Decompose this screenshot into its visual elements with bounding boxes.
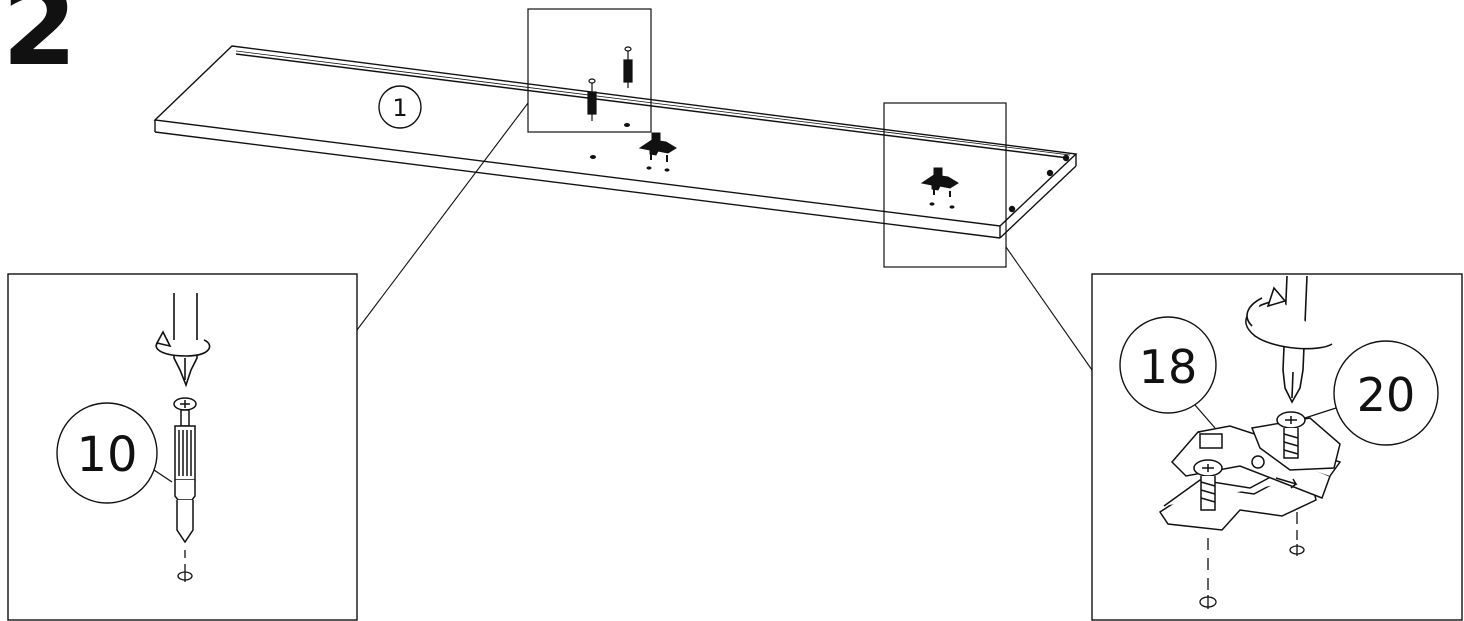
- part-callout-18: 18: [1119, 316, 1217, 429]
- part-callout-10: 10: [56, 402, 173, 504]
- cam-bolt-icon: [623, 46, 633, 88]
- part-label-10: 10: [76, 427, 137, 483]
- rotation-arrow-icon: [155, 330, 211, 357]
- panel-label: 1: [392, 94, 407, 122]
- screw-icon: [1276, 411, 1306, 459]
- cam-bolt-icon: [173, 397, 197, 544]
- part-label-18: 18: [1139, 340, 1198, 394]
- leader-line-left: [356, 102, 529, 331]
- left-detail-box: 10: [7, 273, 358, 621]
- rotation-arrow-icon: [1245, 286, 1333, 350]
- part-label-20: 20: [1357, 368, 1416, 422]
- leader-line-right: [1005, 246, 1093, 371]
- cam-bolt-icon: [587, 78, 597, 121]
- callout-box-hinge: [883, 102, 1007, 268]
- part-callout-20: 20: [1304, 340, 1439, 446]
- callout-box-cam-bolts: [527, 8, 652, 133]
- hinge-plate-icon: [638, 132, 677, 162]
- panel-label-callout: 1: [378, 85, 422, 129]
- right-detail-box: 18 20: [1091, 273, 1463, 621]
- drill-hole-icon: [177, 550, 193, 582]
- screw-icon: [1193, 459, 1223, 511]
- step-number: 2: [2, 0, 77, 90]
- shelf-panel: [153, 45, 1078, 239]
- drill-hole-icon: [1199, 512, 1305, 609]
- hinge-plate-icon: [1158, 417, 1342, 531]
- drill-hole-icon: [590, 123, 955, 209]
- hinge-plate-icon: [920, 167, 959, 197]
